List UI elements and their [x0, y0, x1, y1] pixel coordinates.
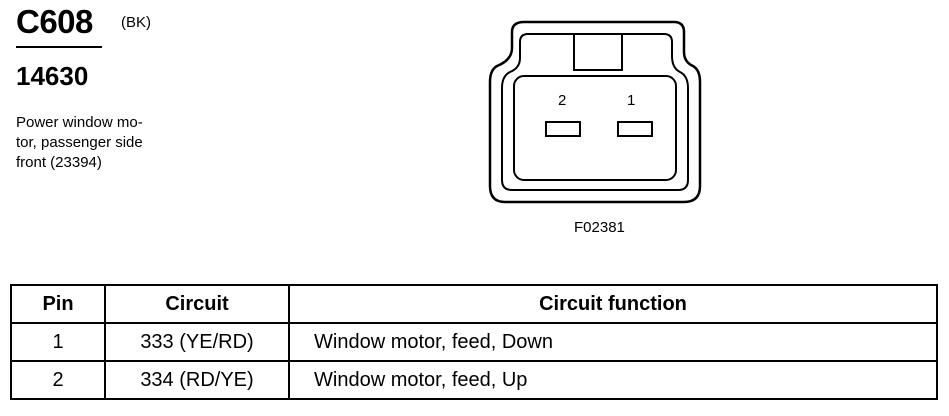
cell-circuit: 334 (RD/YE): [104, 360, 290, 400]
connector-lock-tab: [573, 33, 623, 71]
connector-mating-face: [513, 75, 677, 181]
cell-pin: 2: [10, 360, 106, 400]
cell-pin: 1: [10, 322, 106, 362]
connector-id: C608: [16, 3, 93, 40]
connector-outer-shell: [488, 20, 702, 204]
pin-2-label: 2: [558, 92, 567, 109]
pin-1-label: 1: [627, 92, 636, 109]
pin-1-cavity: [617, 121, 653, 137]
table-row: 2 334 (RD/YE) Window motor, feed, Up: [10, 360, 938, 400]
figure-id: F02381: [574, 219, 625, 236]
pin-2-cavity: [545, 121, 581, 137]
table-row: 1 333 (YE/RD) Window motor, feed, Down: [10, 322, 938, 362]
title-underline: [16, 46, 102, 48]
pin-table: Pin Circuit Circuit function 1 333 (YE/R…: [10, 284, 938, 400]
header-circuit: Circuit: [104, 284, 290, 324]
cell-circuit-function: Window motor, feed, Up: [288, 360, 938, 400]
connector-face-diagram: [488, 20, 702, 204]
connector-color-code: (BK): [121, 14, 151, 31]
cell-circuit-function: Window motor, feed, Down: [288, 322, 938, 362]
cell-circuit: 333 (YE/RD): [104, 322, 290, 362]
header-pin: Pin: [10, 284, 106, 324]
table-header-row: Pin Circuit Circuit function: [10, 284, 938, 324]
part-number: 14630: [16, 61, 89, 91]
connector-inner-outline: [501, 33, 689, 191]
header-circuit-function: Circuit function: [288, 284, 938, 324]
connector-description: Power window mo- tor, passenger side fro…: [16, 114, 143, 171]
